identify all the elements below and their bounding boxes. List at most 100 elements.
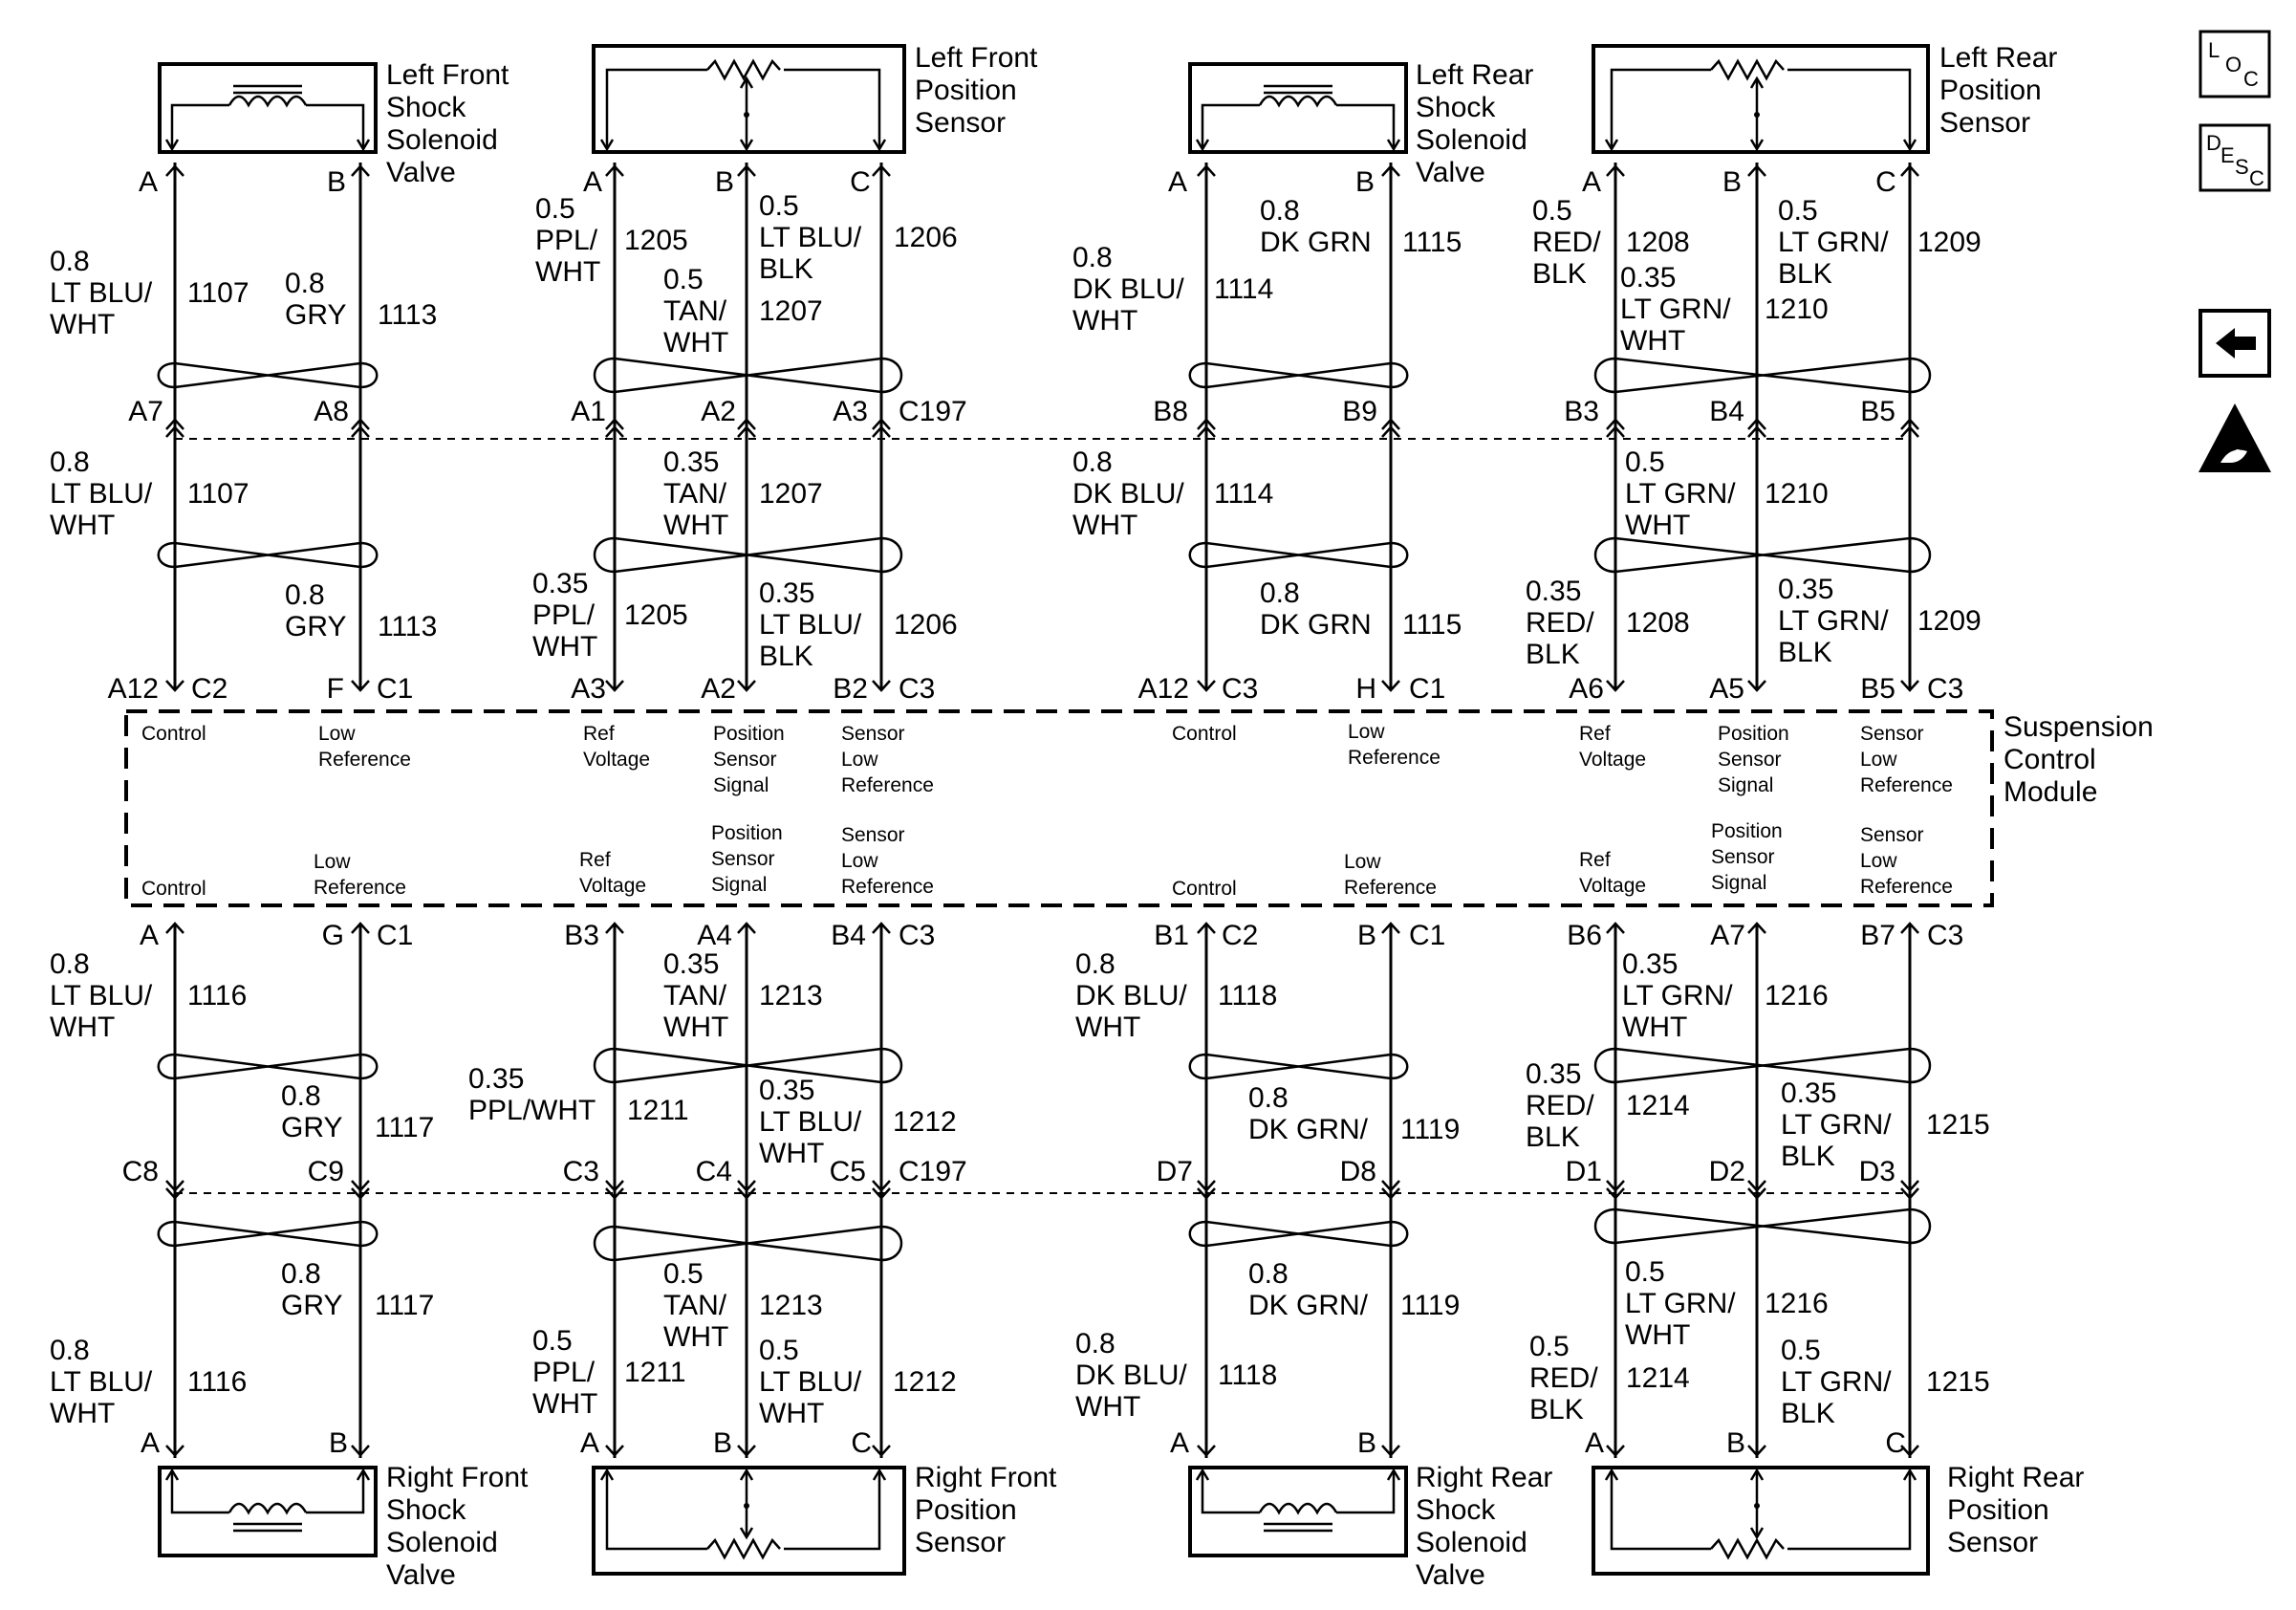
module-pin-label: Sensor: [711, 848, 775, 870]
wire-label: GRY: [281, 1290, 342, 1321]
wire-label: 0.5: [535, 193, 575, 225]
wire-label: C1: [377, 920, 413, 951]
wire-label: A2: [701, 396, 736, 427]
wire-label: WHT: [1072, 510, 1137, 541]
wire-label: DK BLU/: [1075, 980, 1187, 1012]
wire-label: C3: [1927, 920, 1963, 951]
module-pin-label: Low: [1348, 721, 1385, 743]
wire-label: TAN/: [663, 295, 727, 327]
wire-label: A12: [1138, 673, 1189, 705]
wire-label: RED/: [1526, 1090, 1594, 1121]
wire-label: D7: [1157, 1156, 1193, 1187]
wire-label: RED/: [1526, 607, 1594, 639]
wire-label: BLK: [1778, 258, 1832, 290]
wire-label: A: [1170, 1427, 1189, 1459]
wire-label: B: [1357, 1427, 1376, 1459]
wire-label: WHT: [759, 1138, 824, 1169]
module-pin-label: Reference: [318, 749, 411, 771]
wire-label: BLK: [1526, 639, 1580, 670]
description-icon[interactable]: D E S C: [2199, 123, 2271, 192]
module-pin-label: Low: [841, 850, 878, 872]
wire-label: A1: [571, 396, 606, 427]
wire-label: B: [715, 166, 734, 198]
module-pin-label: Low: [841, 749, 878, 771]
back-arrow-icon[interactable]: [2199, 309, 2271, 378]
wire-label: PPL/: [535, 225, 598, 256]
module-pin-label: Position: [711, 822, 783, 844]
module-pin-label: Sensor: [1718, 749, 1782, 771]
wire-label: 1213: [759, 980, 823, 1012]
module-pin-label: Low: [318, 723, 356, 745]
wire-label: C2: [191, 673, 227, 705]
wire-label: WHT: [1072, 305, 1137, 337]
wire-label: 1118: [1218, 1360, 1277, 1391]
wire-label: RED/: [1529, 1362, 1598, 1394]
wire-label: C1: [1409, 673, 1445, 705]
wire-label: PPL/: [532, 599, 596, 631]
wire-label: 1115: [1402, 227, 1462, 258]
module-pin-label: Reference: [841, 774, 934, 796]
wire-label: A: [1582, 166, 1601, 198]
module-pin-label: Reference: [314, 877, 406, 899]
wire-label: 1107: [187, 478, 249, 510]
wire-label: C8: [122, 1156, 159, 1187]
wire-label: A7: [128, 396, 163, 427]
location-icon[interactable]: L O C: [2199, 30, 2271, 98]
suspension-control-module-box: [124, 709, 1994, 907]
wire-label: WHT: [1075, 1391, 1140, 1423]
module-pin-label: Reference: [841, 876, 934, 898]
wire-label: LT BLU/: [50, 478, 153, 510]
wire-label: 0.35: [468, 1063, 524, 1095]
wire-label: D2: [1709, 1156, 1745, 1187]
wire-label: 1119: [1400, 1290, 1460, 1321]
wire-label: WHT: [50, 309, 115, 340]
wire-label: LT GRN/: [1778, 227, 1889, 258]
wire-label: 1211: [627, 1095, 689, 1126]
wire-label: 0.35: [663, 446, 719, 478]
wire-label: 0.8: [1072, 242, 1113, 273]
wire-label: 0.8: [50, 948, 90, 980]
module-pin-label: Control: [1172, 723, 1237, 745]
wire-label: B: [329, 1427, 348, 1459]
wire-label: WHT: [532, 631, 597, 663]
module-pin-label: Reference: [1860, 876, 1953, 898]
wire-label: 0.5: [759, 190, 799, 222]
wire-label: B9: [1342, 396, 1377, 427]
wire-label: 1214: [1626, 1362, 1690, 1394]
connector-dashed-lines: [175, 438, 1910, 1194]
wire-label: B: [327, 166, 346, 198]
wire-label: 1212: [893, 1106, 957, 1138]
wire-label: C1: [1409, 920, 1445, 951]
wire-label: A4: [697, 920, 732, 951]
wire-label: LT GRN/: [1781, 1366, 1892, 1398]
module-pin-label: Ref: [583, 723, 615, 745]
wire-label: 0.5: [1625, 1256, 1665, 1288]
wire-label: 1215: [1926, 1366, 1990, 1398]
left-rear-shock-solenoid-valve: [1188, 62, 1408, 154]
module-pin-label: Sensor: [1860, 824, 1924, 846]
wire-label: 1210: [1765, 294, 1829, 325]
wire-label: 0.5: [663, 264, 704, 295]
module-pin-label: Voltage: [1579, 875, 1646, 897]
module-pin-label: Position: [1711, 820, 1783, 842]
wire-label: LT GRN/: [1622, 980, 1733, 1012]
wire-label: A: [141, 1427, 160, 1459]
wire-label: LT GRN/: [1625, 1288, 1736, 1319]
wire-label: TAN/: [663, 980, 727, 1012]
wire-label: 0.8: [1248, 1258, 1289, 1290]
wire-label: 0.8: [50, 246, 90, 277]
wire-label: 1207: [759, 295, 823, 327]
wire-label: BLK: [759, 253, 813, 285]
wire-label: C: [851, 1427, 872, 1459]
wire-label: B4: [831, 920, 866, 951]
module-pin-label: Signal: [1718, 774, 1773, 796]
wire-label: 0.8: [1260, 577, 1300, 609]
wire-label: C3: [899, 920, 935, 951]
wire-label: WHT: [759, 1398, 824, 1429]
twisted-pair-symbols: [157, 357, 1932, 1262]
